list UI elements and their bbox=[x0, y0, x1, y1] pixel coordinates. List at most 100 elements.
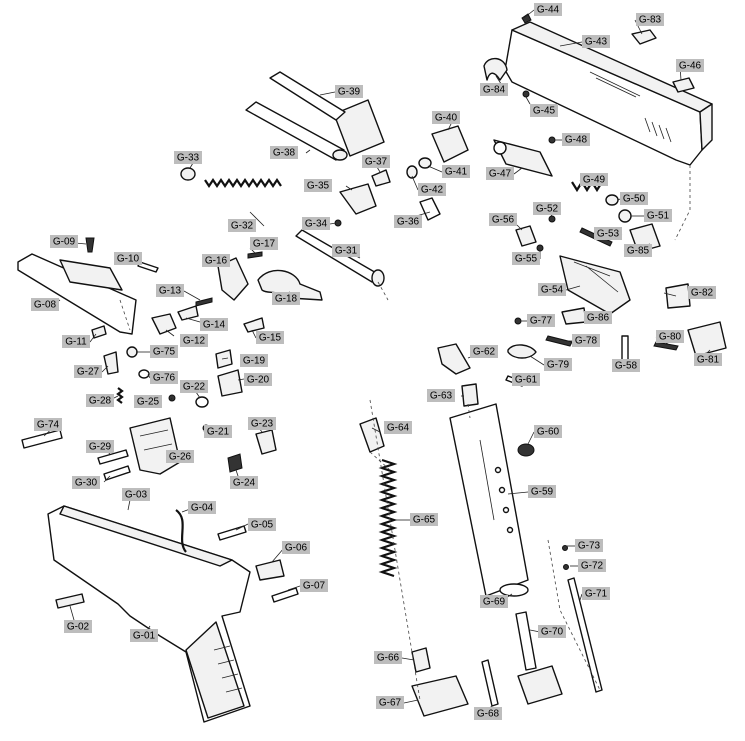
label-g86: G-86 bbox=[584, 311, 612, 324]
label-g78: G-78 bbox=[572, 334, 600, 347]
slide-pin-part bbox=[521, 13, 532, 24]
label-g11: G-11 bbox=[62, 335, 90, 348]
part-14 bbox=[177, 305, 199, 321]
spring-04-part bbox=[175, 509, 187, 553]
label-g14: G-14 bbox=[200, 318, 228, 331]
svg-text:G-53: G-53 bbox=[597, 229, 620, 240]
frame-pin-02-part bbox=[55, 593, 85, 609]
svg-text:G-36: G-36 bbox=[397, 217, 420, 228]
svg-text:G-76: G-76 bbox=[153, 373, 176, 384]
svg-text:G-02: G-02 bbox=[67, 622, 90, 633]
locking-block-part bbox=[339, 183, 377, 215]
follower-part bbox=[359, 417, 385, 453]
svg-text:G-16: G-16 bbox=[205, 256, 228, 267]
part-75 bbox=[126, 346, 138, 358]
svg-text:G-41: G-41 bbox=[445, 167, 468, 178]
svg-text:G-20: G-20 bbox=[247, 375, 270, 386]
svg-text:G-55: G-55 bbox=[515, 254, 538, 265]
label-g29: G-29 bbox=[86, 440, 114, 453]
part-23 bbox=[255, 429, 277, 455]
pin-68-part bbox=[481, 659, 499, 707]
base-plate-lock-part bbox=[411, 647, 431, 673]
label-g60: G-60 bbox=[534, 425, 562, 438]
svg-text:G-68: G-68 bbox=[477, 709, 500, 720]
svg-text:G-60: G-60 bbox=[537, 427, 560, 438]
label-g82: G-82 bbox=[688, 286, 716, 299]
label-g67: G-67 bbox=[376, 696, 404, 709]
label-g23: G-23 bbox=[248, 417, 276, 430]
label-g07: G-07 bbox=[300, 579, 328, 592]
svg-text:G-54: G-54 bbox=[541, 285, 564, 296]
mag-lip-part bbox=[461, 383, 479, 407]
svg-text:G-38: G-38 bbox=[273, 148, 296, 159]
svg-text:G-80: G-80 bbox=[659, 332, 682, 343]
svg-text:G-17: G-17 bbox=[253, 239, 276, 250]
label-g79: G-79 bbox=[544, 358, 572, 371]
svg-text:G-56: G-56 bbox=[492, 215, 515, 226]
label-g05: G-05 bbox=[248, 518, 276, 531]
svg-text:G-62: G-62 bbox=[473, 347, 496, 358]
label-g55: G-55 bbox=[512, 252, 540, 265]
label-g02: G-02 bbox=[64, 620, 92, 633]
svg-text:G-34: G-34 bbox=[305, 219, 328, 230]
svg-text:G-86: G-86 bbox=[587, 313, 610, 324]
label-g38: G-38 bbox=[270, 146, 298, 159]
label-g06: G-06 bbox=[282, 541, 310, 554]
pin-07-part bbox=[271, 587, 299, 603]
small-part-73 bbox=[562, 545, 568, 551]
assembly-lines bbox=[119, 165, 691, 701]
label-g16: G-16 bbox=[202, 254, 230, 267]
label-g72: G-72 bbox=[578, 559, 606, 572]
label-g66: G-66 bbox=[374, 651, 402, 664]
label-g70: G-70 bbox=[538, 625, 566, 638]
svg-text:G-58: G-58 bbox=[615, 361, 638, 372]
hopup-ring-part bbox=[418, 157, 432, 169]
label-g10: G-10 bbox=[114, 252, 142, 265]
svg-text:G-74: G-74 bbox=[37, 420, 60, 431]
svg-text:G-69: G-69 bbox=[483, 597, 506, 608]
label-g22: G-22 bbox=[180, 380, 208, 393]
label-g49: G-49 bbox=[580, 173, 608, 186]
mag-valve-part bbox=[437, 343, 471, 375]
svg-text:G-33: G-33 bbox=[177, 153, 200, 164]
spring-22-part bbox=[195, 396, 209, 408]
label-g01: G-01 bbox=[130, 629, 158, 642]
svg-text:G-85: G-85 bbox=[627, 246, 650, 257]
label-g09: G-09 bbox=[50, 235, 78, 248]
label-g28: G-28 bbox=[86, 394, 114, 407]
svg-text:G-08: G-08 bbox=[34, 300, 57, 311]
magazine-body-part bbox=[449, 403, 529, 597]
slide-screw-part bbox=[522, 90, 530, 98]
trigger-bar-part bbox=[151, 313, 177, 335]
svg-text:G-39: G-39 bbox=[338, 87, 361, 98]
svg-text:G-49: G-49 bbox=[583, 175, 606, 186]
svg-text:G-35: G-35 bbox=[307, 181, 330, 192]
label-g34: G-34 bbox=[302, 217, 330, 230]
label-g32: G-32 bbox=[228, 219, 256, 232]
svg-text:G-78: G-78 bbox=[575, 336, 598, 347]
label-g36: G-36 bbox=[394, 215, 422, 228]
label-g20: G-20 bbox=[244, 373, 272, 386]
part-15 bbox=[243, 317, 265, 333]
svg-text:G-71: G-71 bbox=[585, 589, 608, 600]
label-g76: G-76 bbox=[150, 371, 178, 384]
label-g26: G-26 bbox=[166, 450, 194, 463]
front-sight-part bbox=[672, 77, 695, 93]
svg-text:G-45: G-45 bbox=[533, 106, 556, 117]
label-g68: G-68 bbox=[474, 707, 502, 720]
svg-text:G-23: G-23 bbox=[251, 419, 274, 430]
label-g80: G-80 bbox=[656, 330, 684, 343]
svg-text:G-06: G-06 bbox=[285, 543, 308, 554]
svg-text:G-13: G-13 bbox=[159, 286, 182, 297]
pin-30-part bbox=[103, 465, 131, 481]
nozzle-part bbox=[419, 197, 441, 221]
blowback-housing-part bbox=[559, 255, 631, 315]
spring-28-part bbox=[116, 387, 124, 404]
part-76 bbox=[138, 369, 150, 379]
locking-plate-part bbox=[687, 321, 727, 357]
hopup-chamber-part bbox=[431, 125, 469, 163]
label-g46: G-46 bbox=[676, 59, 704, 72]
label-g45: G-45 bbox=[530, 104, 558, 117]
label-g74: G-74 bbox=[34, 418, 62, 431]
